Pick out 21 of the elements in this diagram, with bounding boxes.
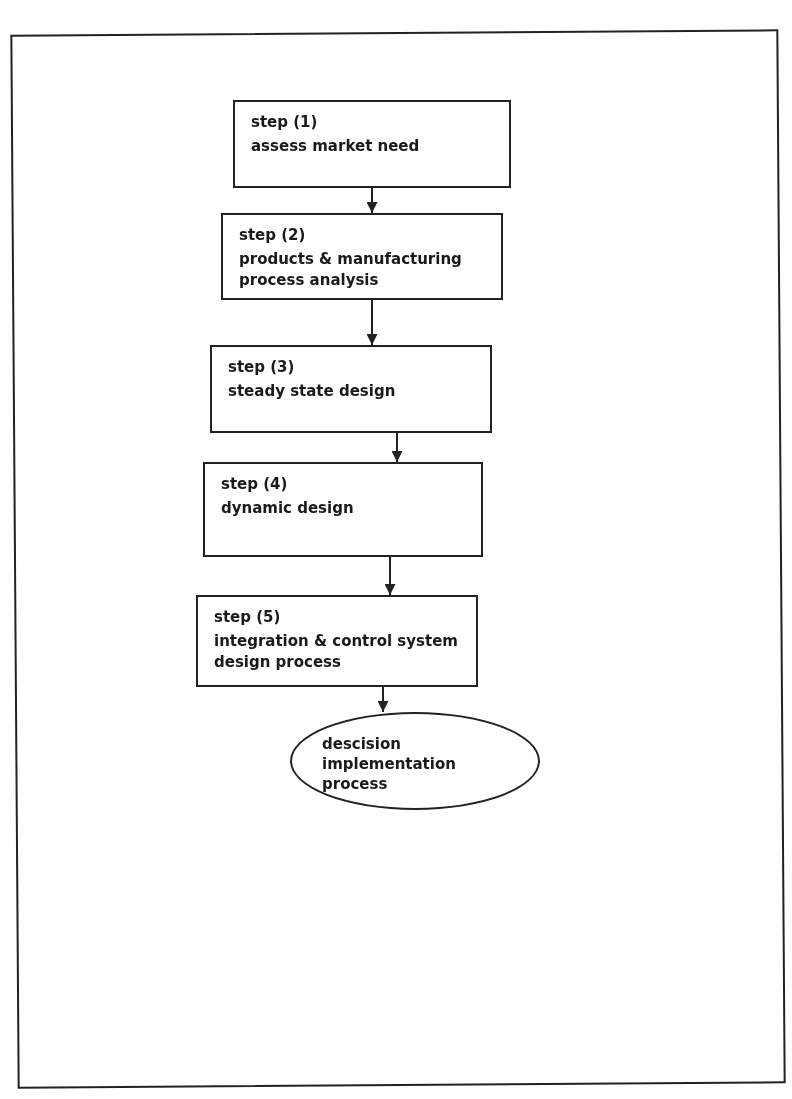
process-box	[221, 213, 503, 300]
step-heading: step (1)	[251, 112, 319, 133]
arrow	[377, 686, 389, 713]
arrow	[391, 432, 403, 463]
process-box	[233, 100, 511, 188]
step-description: descision implementation process	[322, 733, 457, 795]
process-box	[196, 595, 478, 687]
arrow	[366, 187, 378, 214]
process-box	[210, 345, 492, 433]
process-box	[203, 462, 483, 557]
step-heading: step (5)	[214, 607, 282, 628]
step-heading: step (3)	[228, 357, 296, 378]
step-heading: step (4)	[221, 474, 289, 495]
step-description: steady state design	[228, 381, 397, 402]
step-description: integration & control system design process	[214, 631, 459, 672]
step-description: products & manufacturing process analysis	[239, 249, 463, 290]
step-heading: step (2)	[239, 225, 307, 246]
step-description: assess market need	[251, 136, 421, 157]
arrow	[384, 556, 396, 596]
step-description: dynamic design	[221, 498, 355, 519]
arrow	[366, 298, 378, 346]
